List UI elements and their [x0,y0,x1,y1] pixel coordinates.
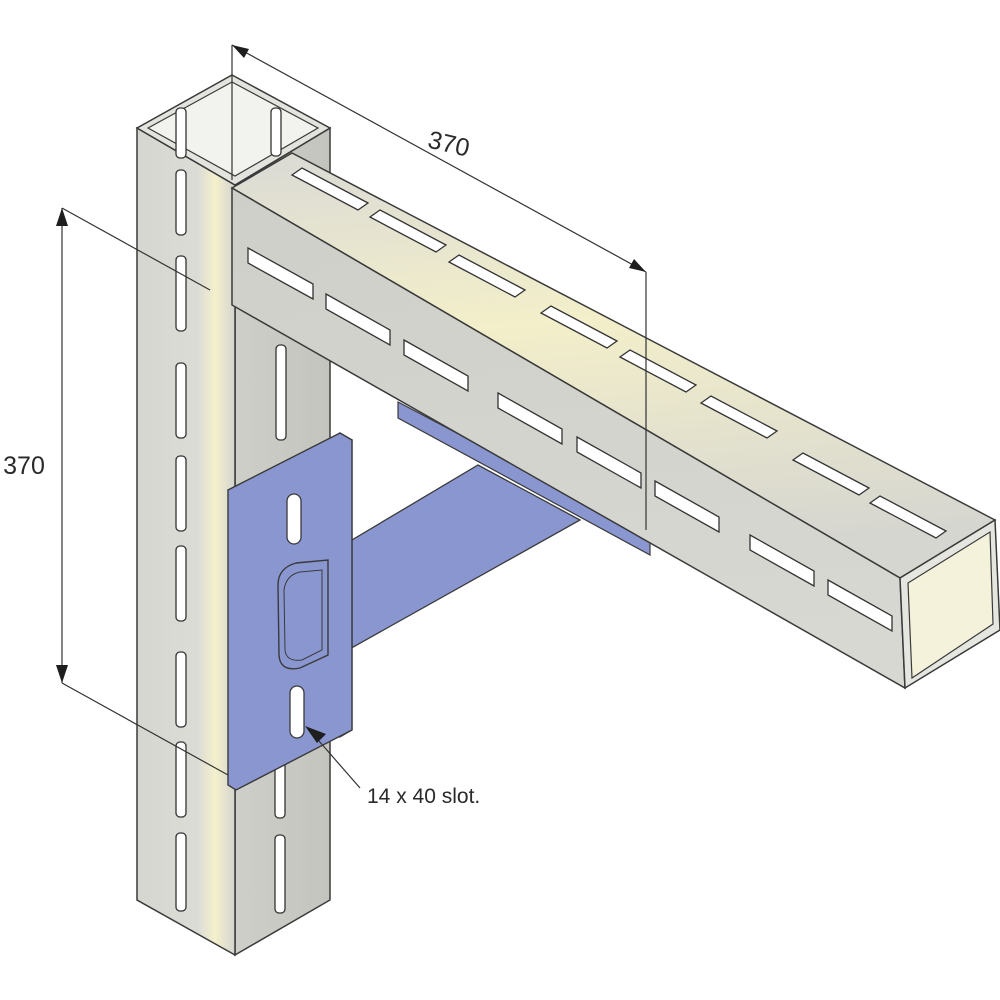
post-slot [175,455,187,532]
dim-v-arrow-top [56,208,68,226]
arm-slot [368,209,448,253]
arm-top-slots [290,167,948,539]
bracket-weld-boss [277,559,329,670]
arm-front-slots [247,246,893,633]
arm-slot [403,338,469,393]
post-slot [175,362,187,439]
post-slot [175,255,187,332]
support-bracket [226,401,651,791]
arm-slot [749,533,815,588]
arm-slot [290,167,370,211]
dimension-vertical-label: 370 [3,452,45,480]
post-slot [175,169,187,236]
post-slot [275,344,287,441]
arm-slot [618,349,698,393]
post-slot [175,832,187,912]
post-slot [274,834,286,914]
arm-slot [827,578,893,633]
dim-h-arrow-end [629,259,646,272]
arm-slot [868,495,948,539]
dimension-arrowheads [56,45,646,743]
arm-slot [325,292,391,347]
dim-v-extension-top [61,207,211,291]
dim-h-arrow-start [232,45,249,58]
post-slot [175,107,187,159]
post-front-face [136,126,236,957]
arm-slot [791,452,871,496]
arm-slot [576,435,642,490]
slot-leader-arrow [305,726,326,743]
arm-slot [539,305,619,349]
arm-slot [497,391,563,446]
post-slot [175,651,187,728]
dim-h-line [231,44,647,273]
slot-note-label: 14 x 40 slot. [367,785,480,808]
dim-v-arrow-bottom [56,665,68,683]
dim-v-extension-bottom [61,682,229,776]
arm-slot [447,254,527,298]
post-slot [270,107,282,157]
post-slot [175,545,187,622]
post-side-slots [270,107,287,914]
bracket-upper-slot [286,493,302,545]
bracket-lower-slot [289,685,305,739]
dimension-lines [61,44,647,789]
post-slot [175,741,187,818]
arm-slot [654,479,720,534]
slot-leader-line [311,732,361,789]
arm-end-inner [907,530,994,680]
post-front-slots [175,107,187,912]
dimension-horizontal-label: 370 [425,126,472,163]
horizontal-arm [230,152,1000,690]
arm-slot [699,395,779,439]
arm-slot [247,246,314,301]
